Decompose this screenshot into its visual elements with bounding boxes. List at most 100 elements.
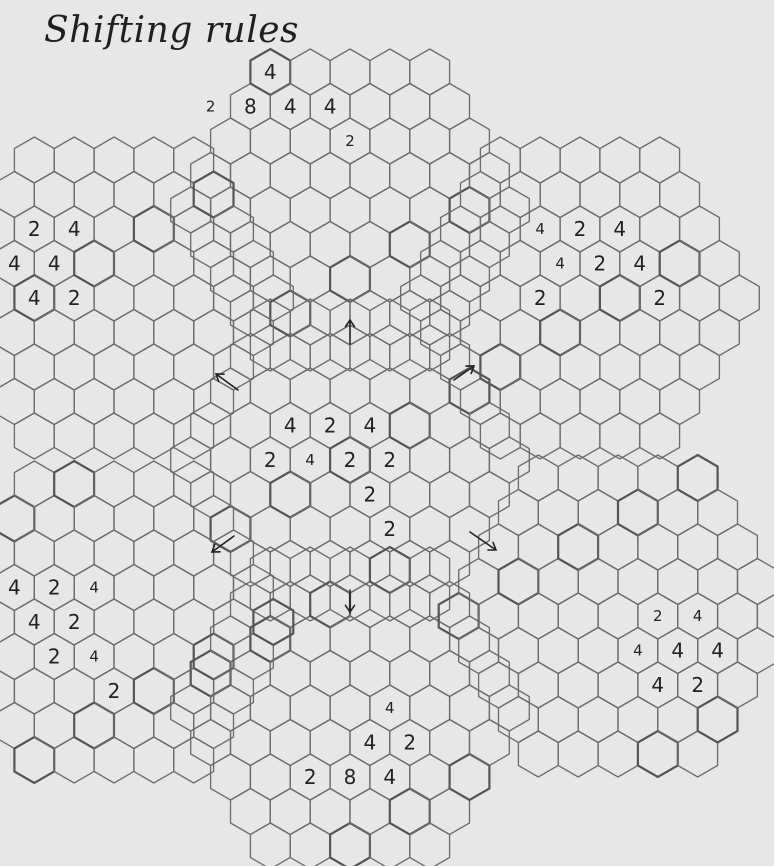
hex-cell [468, 649, 510, 698]
hex-cell [329, 186, 371, 234]
hex-cell [249, 753, 291, 801]
hex-cell [212, 343, 255, 391]
hex-cell [756, 594, 774, 638]
hex-cell [53, 459, 96, 509]
hex-cell [577, 626, 619, 675]
hex-cell [33, 377, 75, 426]
hex-cell [329, 505, 371, 553]
tile-value: 8 [344, 765, 357, 789]
tile-value: 4 [364, 731, 377, 755]
hex-cell [597, 730, 639, 778]
tile-value: 4 [633, 252, 646, 276]
hex-cell [539, 170, 581, 219]
hex-cell [659, 170, 701, 219]
hex-cell [599, 136, 641, 184]
hex-cell [173, 460, 215, 508]
hex-cell [170, 186, 212, 234]
hex-cell [488, 186, 530, 234]
tile-value: 2 [403, 731, 416, 755]
hex-cell [289, 684, 331, 732]
hex-cell [539, 377, 581, 426]
tile-value: 4 [89, 579, 99, 597]
hex-cell [132, 204, 175, 254]
hex-cell [697, 557, 739, 606]
tile-value: 2 [68, 610, 81, 634]
hex-cell [389, 470, 431, 519]
hex-cell [269, 787, 311, 836]
hex-cell [13, 343, 55, 391]
hex-cell [389, 151, 431, 200]
hex-cell [537, 695, 579, 744]
hex-cell [616, 488, 659, 537]
hex-cell [599, 343, 641, 391]
hex-cell [479, 342, 522, 392]
hex-cell [329, 254, 371, 304]
tile-value: 2 [48, 576, 61, 600]
hex-cell [133, 598, 175, 646]
hex-cell [658, 239, 701, 288]
hex-cell [448, 684, 491, 732]
hex-cell [636, 729, 679, 779]
tile-value: 2 [653, 607, 663, 625]
hex-cell [73, 377, 115, 426]
hex-cell [517, 661, 559, 709]
hex-cell [577, 695, 619, 744]
hex-cell [232, 308, 274, 357]
hex-cell [439, 274, 482, 322]
hex-cell [448, 255, 491, 303]
hex-cell [517, 730, 559, 778]
tile-value: 4 [613, 217, 626, 241]
hex-cell [519, 412, 561, 460]
hex-cell [93, 412, 135, 460]
hex-cell [409, 117, 451, 165]
hex-cell [579, 170, 621, 219]
hex-cell [409, 48, 451, 96]
hex-cell [53, 529, 95, 577]
hex-cell [639, 136, 681, 184]
hex-cell [53, 412, 95, 460]
hex-cell [557, 454, 599, 502]
hex-cell [153, 308, 195, 357]
hex-cell [170, 436, 212, 484]
hex-cell [698, 308, 740, 357]
tile-value: 8 [244, 95, 257, 119]
hex-cell [13, 735, 56, 785]
hex-cell [559, 136, 601, 184]
hex-cell [389, 649, 431, 698]
hex-cell [420, 308, 462, 357]
hex-cell [659, 377, 701, 426]
boards-layer: 2442422224844224428242444424424244222442… [0, 47, 774, 866]
hex-cell [409, 505, 451, 553]
tile-value: 4 [28, 610, 41, 634]
hex-cell [557, 730, 599, 778]
hex-cell [289, 367, 331, 415]
hex-cell [696, 695, 739, 744]
hex-cell [557, 592, 599, 640]
tile-value: 2 [304, 765, 317, 789]
hex-cell [249, 684, 291, 732]
hex-cell [153, 563, 195, 612]
arrow-up-icon [344, 318, 356, 345]
hex-cell [0, 632, 35, 681]
hex-cell [289, 117, 331, 165]
page-title: Shifting rules [44, 10, 300, 51]
hex-cell [557, 522, 600, 572]
hex-cell [113, 377, 155, 426]
hex-cell [559, 412, 601, 460]
hex-cell [349, 649, 391, 698]
hex-cell [517, 454, 559, 502]
hex-cell [269, 220, 311, 269]
tile-value: 4 [8, 252, 21, 276]
hex-cell [468, 470, 510, 519]
tile-value: 2 [206, 98, 216, 116]
tile-value: 4 [284, 95, 297, 119]
hex-cell [639, 343, 681, 391]
tile-value: 2 [48, 645, 61, 669]
tile-value: 2 [264, 448, 277, 472]
hex-cell [448, 505, 491, 553]
hex-cell [619, 170, 661, 219]
hex-cell [657, 557, 699, 606]
hex-cell [252, 597, 295, 647]
